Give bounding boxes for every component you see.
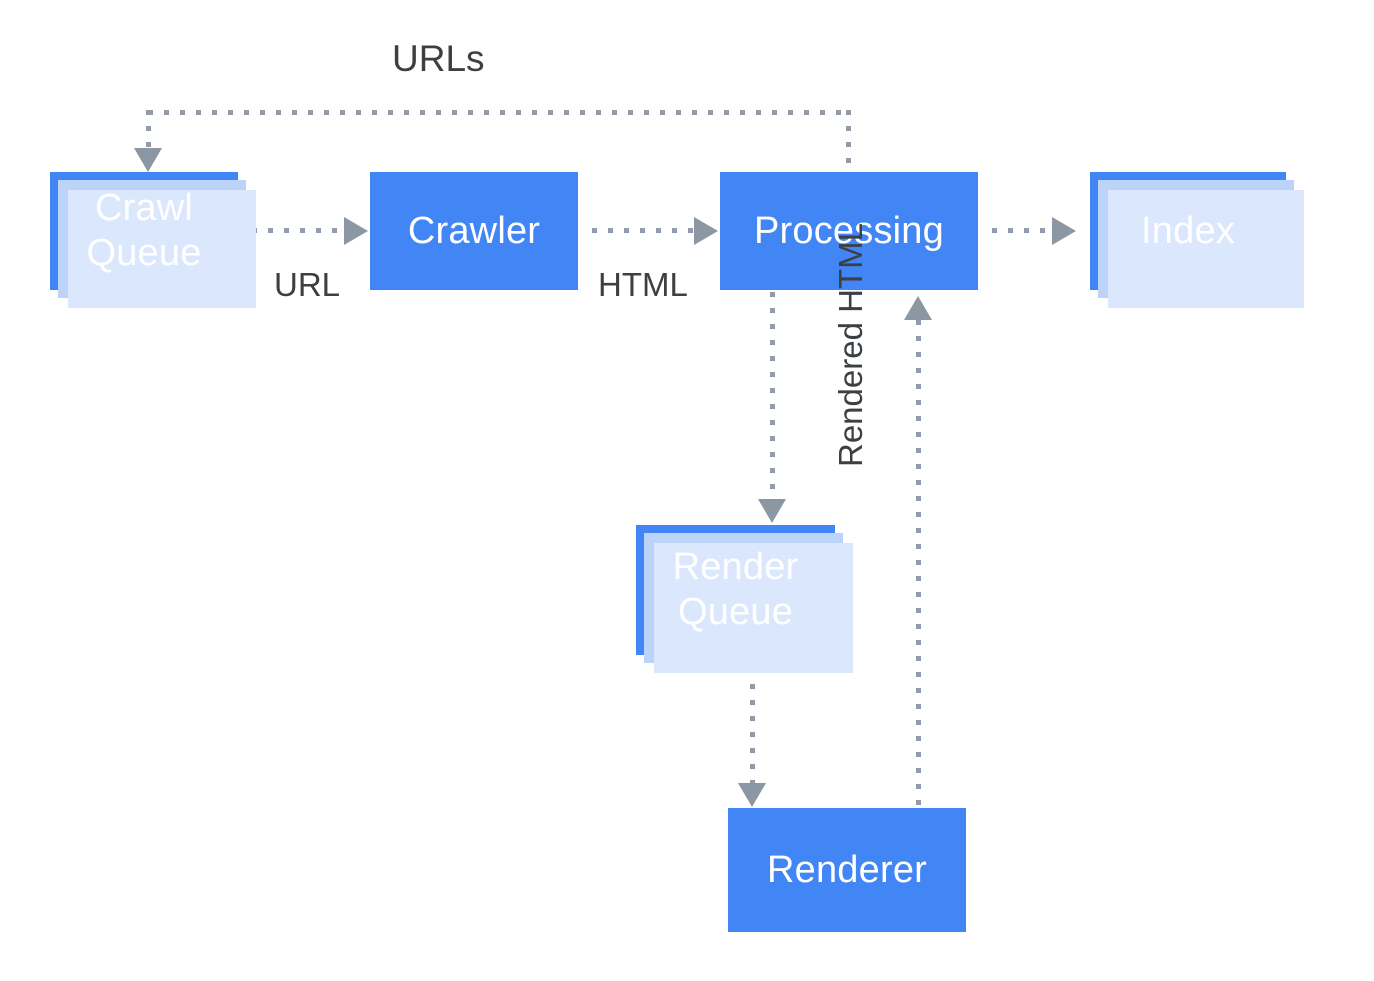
arrowhead-into-processing-bottom: [904, 296, 932, 320]
node-crawler[interactable]: Crawler: [370, 172, 578, 290]
edge-processing-to-index-line: [992, 228, 1054, 233]
node-crawl-queue[interactable]: Crawl Queue: [50, 172, 256, 308]
edge-processing-to-queue-riser: [846, 110, 851, 174]
node-renderer[interactable]: Renderer: [728, 808, 966, 932]
arrowhead-into-processing: [694, 217, 718, 245]
edge-label-html: HTML: [598, 266, 688, 303]
edge-label-urls: URLs: [392, 38, 485, 79]
node-processing[interactable]: Processing: [720, 172, 978, 290]
arrowhead-into-crawler: [344, 217, 368, 245]
edge-renderer-to-processing-line: [916, 320, 921, 810]
edge-label-rendered-html: Rendered HTML: [832, 223, 869, 467]
node-render-queue[interactable]: Render Queue: [636, 525, 853, 673]
edge-processing-to-queue-top: [148, 110, 850, 115]
edge-render-to-renderer-line: [750, 684, 755, 784]
arrowhead-into-index: [1052, 217, 1076, 245]
edge-crawler-to-processing-line: [592, 228, 696, 233]
arrowhead-into-crawl-queue: [134, 148, 162, 172]
edge-processing-to-queue-drop: [146, 110, 151, 152]
arrowhead-into-renderer: [738, 783, 766, 807]
node-index[interactable]: Index: [1090, 172, 1304, 308]
arrowhead-into-render-queue: [758, 499, 786, 523]
edge-crawlqueue-to-crawler-line: [252, 228, 350, 233]
edge-processing-to-render-line: [770, 292, 775, 500]
edge-label-url: URL: [274, 266, 341, 303]
